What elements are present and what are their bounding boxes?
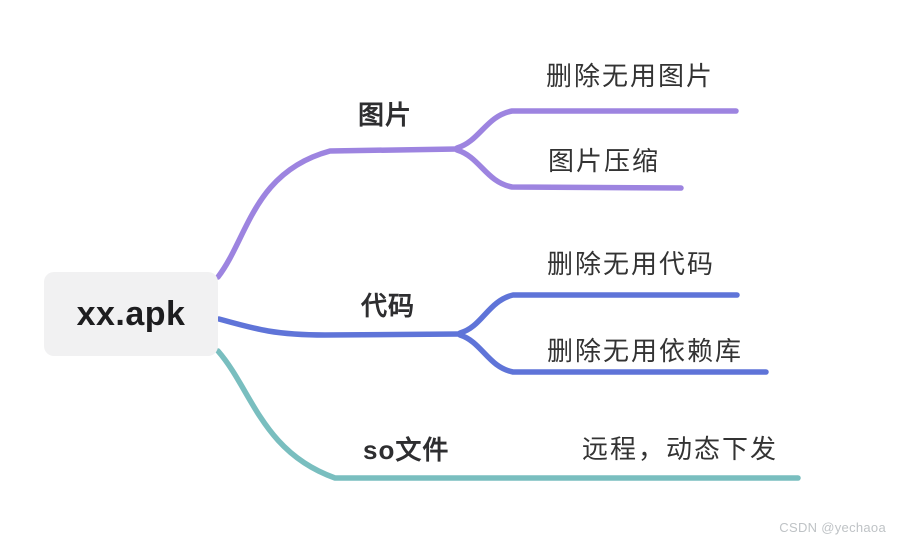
watermark: CSDN @yechaoa: [779, 520, 886, 535]
branch-label-images: 图片: [358, 100, 413, 130]
branch-label-code: 代码: [361, 291, 416, 321]
child-label-delete-unused-dependencies: 删除无用依赖库: [547, 336, 744, 366]
branch-images-trunk-line: [215, 146, 460, 280]
child-label-delete-unused-images: 删除无用图片: [546, 61, 715, 91]
branch-code-trunk-line: [216, 316, 463, 338]
branch-images-child1-line: [454, 108, 739, 151]
branch-sofiles-line: [215, 348, 801, 481]
branch-code-child2-line: [457, 332, 769, 375]
child-label-remote-dynamic-delivery: 远程，动态下发: [582, 434, 779, 464]
branch-code-child1-line: [457, 292, 740, 336]
root-node-label: xx.apk: [76, 294, 186, 333]
child-label-delete-unused-code: 删除无用代码: [547, 249, 716, 279]
child-label-image-compression: 图片压缩: [548, 146, 661, 176]
root-node: xx.apk: [44, 272, 218, 356]
branch-images-child2-line: [454, 147, 684, 191]
branch-label-sofiles: so文件: [363, 435, 450, 465]
